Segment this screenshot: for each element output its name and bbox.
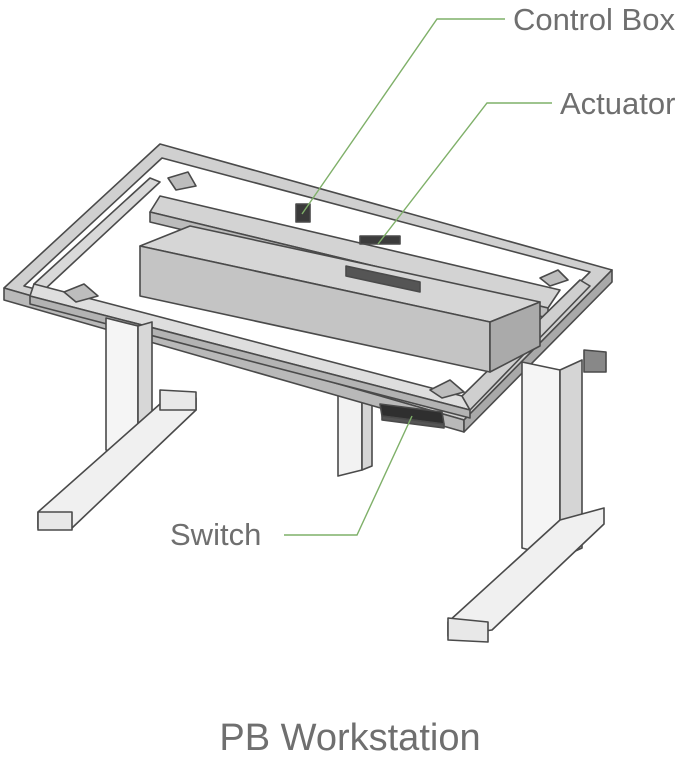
control-box-leader — [301, 18, 505, 215]
front-left-leg — [37, 317, 197, 531]
corner-brackets — [63, 171, 569, 399]
front-right-leg — [447, 349, 607, 643]
control-box-label: Control Box — [513, 2, 675, 37]
actuator-leader — [377, 102, 552, 245]
actuator-part — [345, 235, 421, 293]
actuator-label: Actuator — [560, 86, 676, 121]
switch-leader — [284, 415, 413, 536]
cross-beam — [139, 225, 541, 373]
switch-part — [379, 403, 445, 429]
leader-lines — [284, 18, 552, 536]
switch-label: Switch — [170, 517, 262, 552]
product-caption: PB Workstation — [219, 717, 481, 759]
